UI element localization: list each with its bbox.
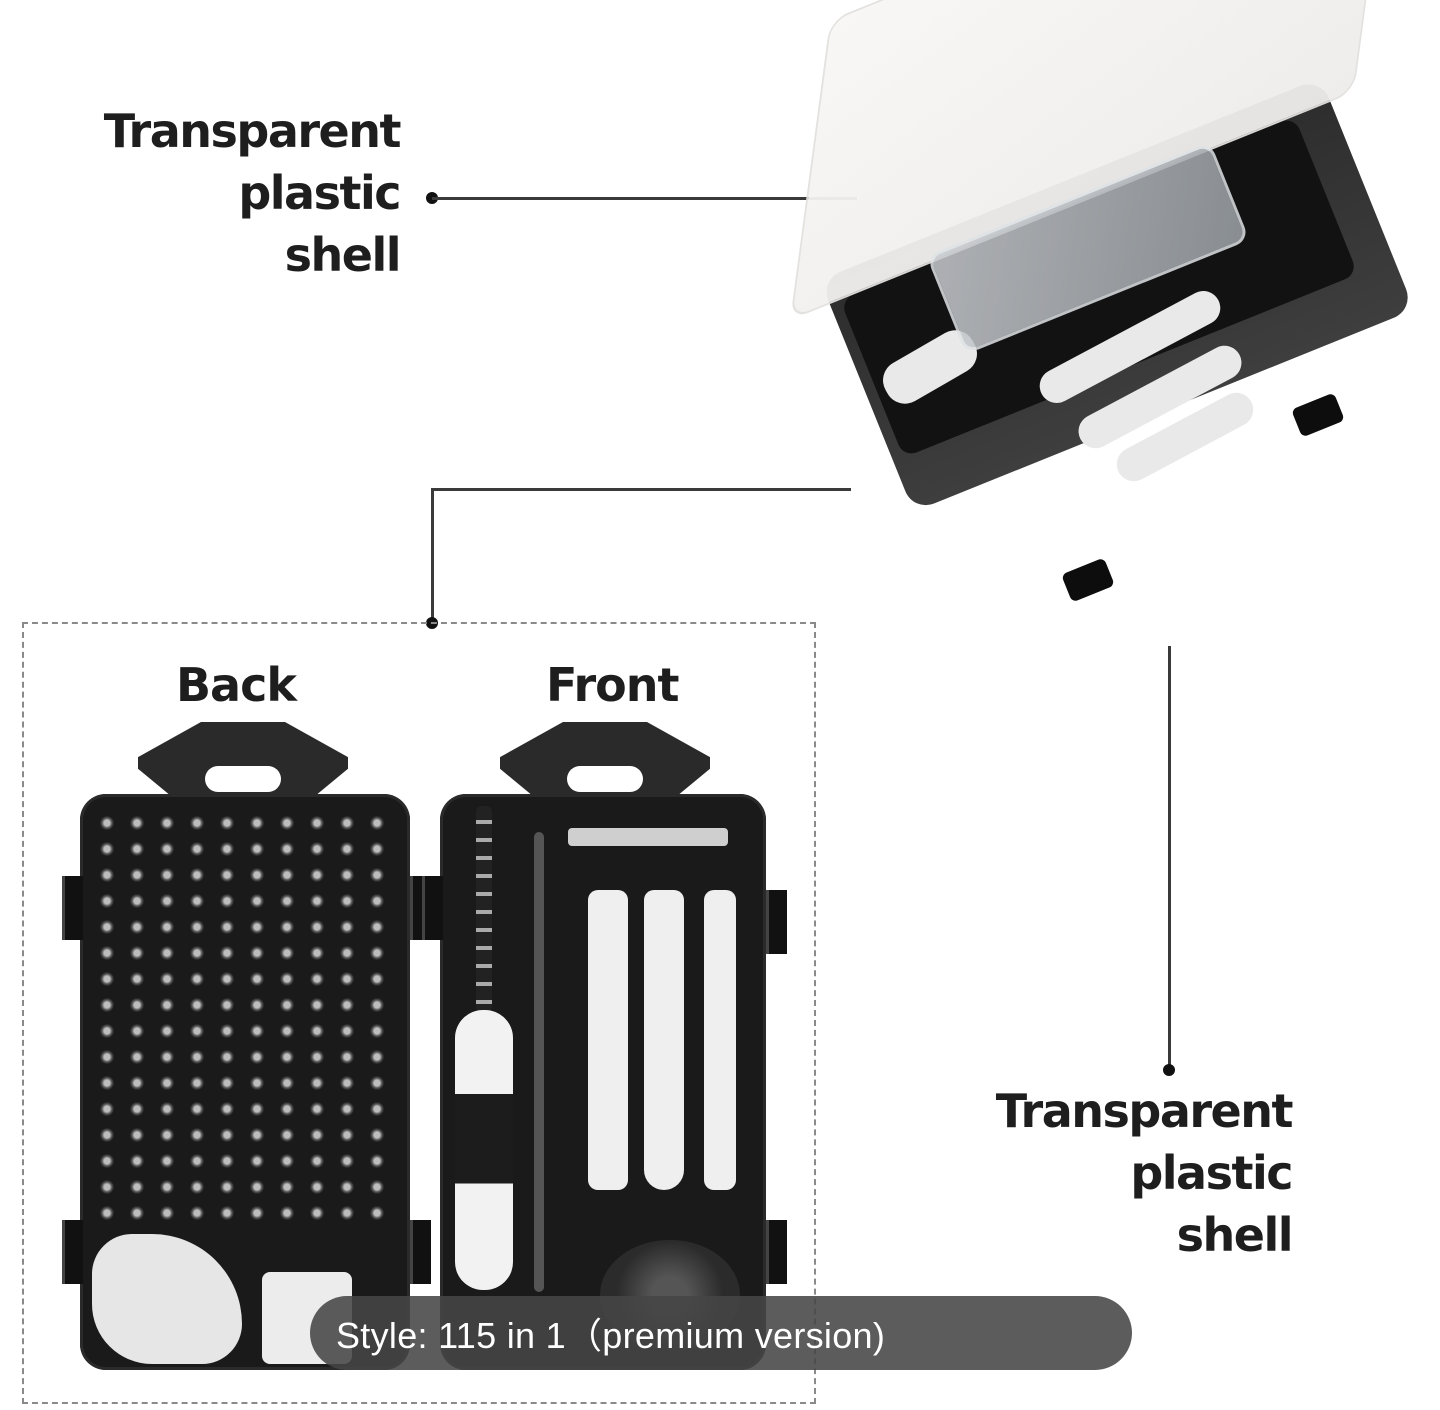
back-latch-left-top bbox=[62, 876, 83, 940]
style-badge-text: Style: 115 in 1（premium version) bbox=[336, 1315, 886, 1356]
front-latch-right-bottom bbox=[766, 1220, 787, 1284]
pry-tool-2 bbox=[644, 890, 684, 1190]
back-hanger-hole bbox=[205, 766, 281, 792]
bit-grid bbox=[92, 810, 392, 1230]
callout-top-line2: plastic bbox=[238, 166, 401, 220]
back-label: Back bbox=[176, 658, 297, 712]
callout-top-line1: Transparent bbox=[103, 104, 402, 158]
back-latch-right-bottom bbox=[410, 1220, 431, 1284]
callout-bottom-line2: plastic bbox=[1130, 1146, 1293, 1200]
latch-right bbox=[1291, 392, 1345, 438]
screwdriver-handle bbox=[455, 1010, 513, 1290]
pry-tool-1 bbox=[588, 890, 628, 1190]
extension-bar bbox=[568, 828, 728, 846]
screwdriver-shaft bbox=[476, 806, 492, 1012]
callout-bottom-label: Transparent plastic shell bbox=[960, 1080, 1294, 1266]
callout-bottom-line bbox=[1168, 646, 1171, 1070]
front-latch-right-top bbox=[766, 890, 787, 954]
callout-bottom-dot bbox=[1163, 1064, 1175, 1076]
callout-top-line3: shell bbox=[284, 228, 402, 282]
style-badge: Style: 115 in 1（premium version) bbox=[310, 1296, 1132, 1370]
front-latch-left bbox=[422, 876, 443, 940]
panels-frame bbox=[22, 622, 816, 1404]
back-latch-left-bottom bbox=[62, 1220, 83, 1284]
callout-bottom-line3: shell bbox=[1176, 1208, 1294, 1262]
connector-vertical bbox=[431, 488, 434, 622]
tweezers bbox=[704, 890, 736, 1190]
latch-front bbox=[1061, 557, 1115, 603]
front-hanger-hole bbox=[567, 766, 643, 792]
front-label: Front bbox=[546, 658, 680, 712]
callout-top-line bbox=[432, 197, 857, 200]
callout-top-label: Transparent plastic shell bbox=[90, 100, 402, 286]
connector-horizontal bbox=[431, 488, 851, 491]
callout-bottom-line1: Transparent bbox=[995, 1084, 1294, 1138]
flexible-shaft bbox=[534, 832, 544, 1292]
